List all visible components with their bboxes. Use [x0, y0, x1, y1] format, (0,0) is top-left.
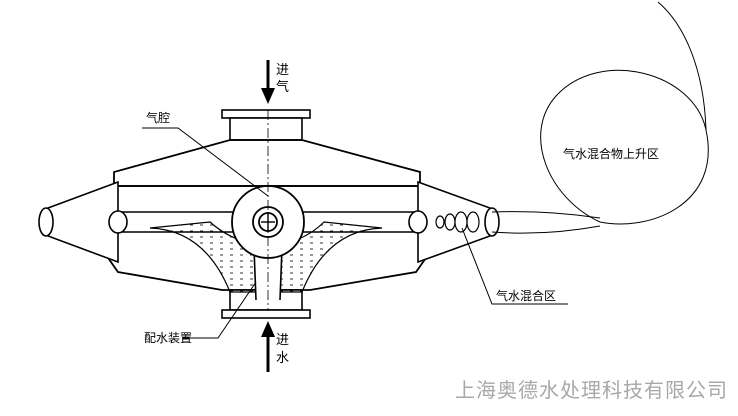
- air-inlet-label-1: 进: [276, 63, 289, 78]
- mixture-rise-zone-label: 气水混合物上升区: [563, 146, 659, 161]
- water-inlet-label-1: 进: [276, 333, 289, 348]
- air-chamber-label: 气腔: [146, 110, 170, 125]
- company-watermark: 上海奥德水处理科技有限公司: [455, 378, 728, 402]
- mixing-bubbles: [435, 211, 480, 233]
- mixing-zone-label: 气水混合区: [496, 288, 556, 303]
- jet-plume: [491, 211, 601, 234]
- air-inlet-arrow: [261, 60, 275, 104]
- rising-spiral: [540, 1, 709, 225]
- leader-lines: [142, 127, 568, 339]
- water-inlet-arrow: [261, 321, 275, 372]
- water-inlet-label-2: 水: [276, 351, 289, 366]
- top-flange: [221, 109, 311, 141]
- water-distributor-label: 配水装置: [144, 331, 192, 345]
- left-nozzle: [38, 180, 128, 264]
- air-inlet-label-2: 气: [276, 79, 289, 95]
